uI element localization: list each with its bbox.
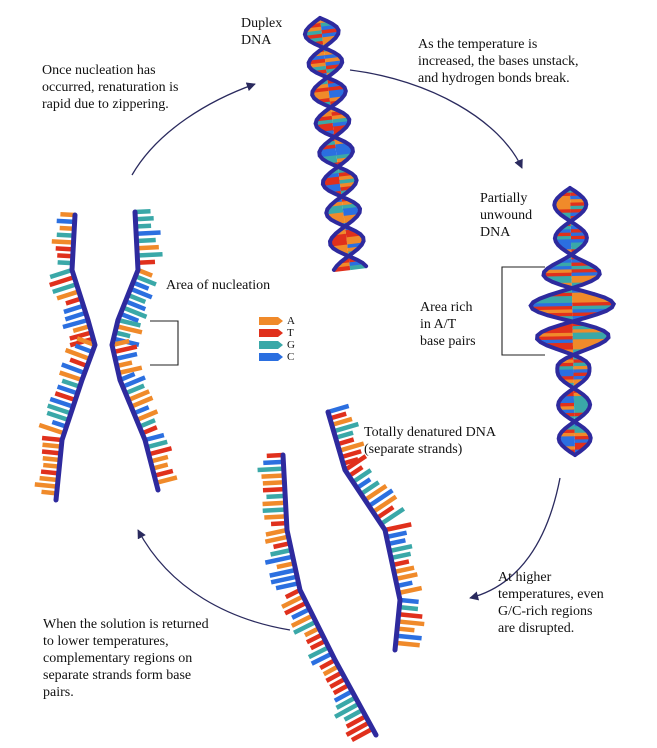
arrow-duplex-to-partial: [349, 69, 523, 169]
heating-label: As the temperature is increased, the bas…: [418, 37, 579, 86]
base-legend: [259, 317, 283, 361]
nucleation-area-label: Area of nucleation: [166, 278, 271, 293]
denatured-dna-strands: [257, 403, 425, 743]
legend-label-c: C: [287, 351, 295, 363]
legend-label-a: A: [287, 315, 295, 327]
higher-temp-label: At higher temperatures, even G/C-rich re…: [498, 570, 604, 636]
at-rich-bracket: [501, 266, 545, 356]
denatured-label: Totally denatured DNA (separate strands): [364, 425, 496, 457]
legend-label-g: G: [287, 339, 295, 351]
duplex-dna-helix: [302, 16, 369, 273]
nucleating-dna-strands: [34, 208, 178, 503]
arrow-nucleation-to-duplex: [131, 82, 256, 176]
arrow-partial-to-denatured: [469, 477, 561, 601]
partially-unwound-label: Partially unwound DNA: [480, 191, 533, 240]
zippering-label: Once nucleation has occurred, renaturati…: [42, 63, 179, 112]
at-rich-label: Area rich in A/T base pairs: [420, 300, 476, 349]
arrow-denatured-to-nucleation: [137, 529, 291, 631]
legend-label-t: T: [287, 327, 294, 339]
nucleation-bracket: [150, 320, 179, 366]
duplex-dna-label: Duplex DNA: [241, 16, 283, 48]
partially-unwound-dna: [528, 186, 617, 457]
lower-temp-label: When the solution is returned to lower t…: [43, 617, 209, 700]
